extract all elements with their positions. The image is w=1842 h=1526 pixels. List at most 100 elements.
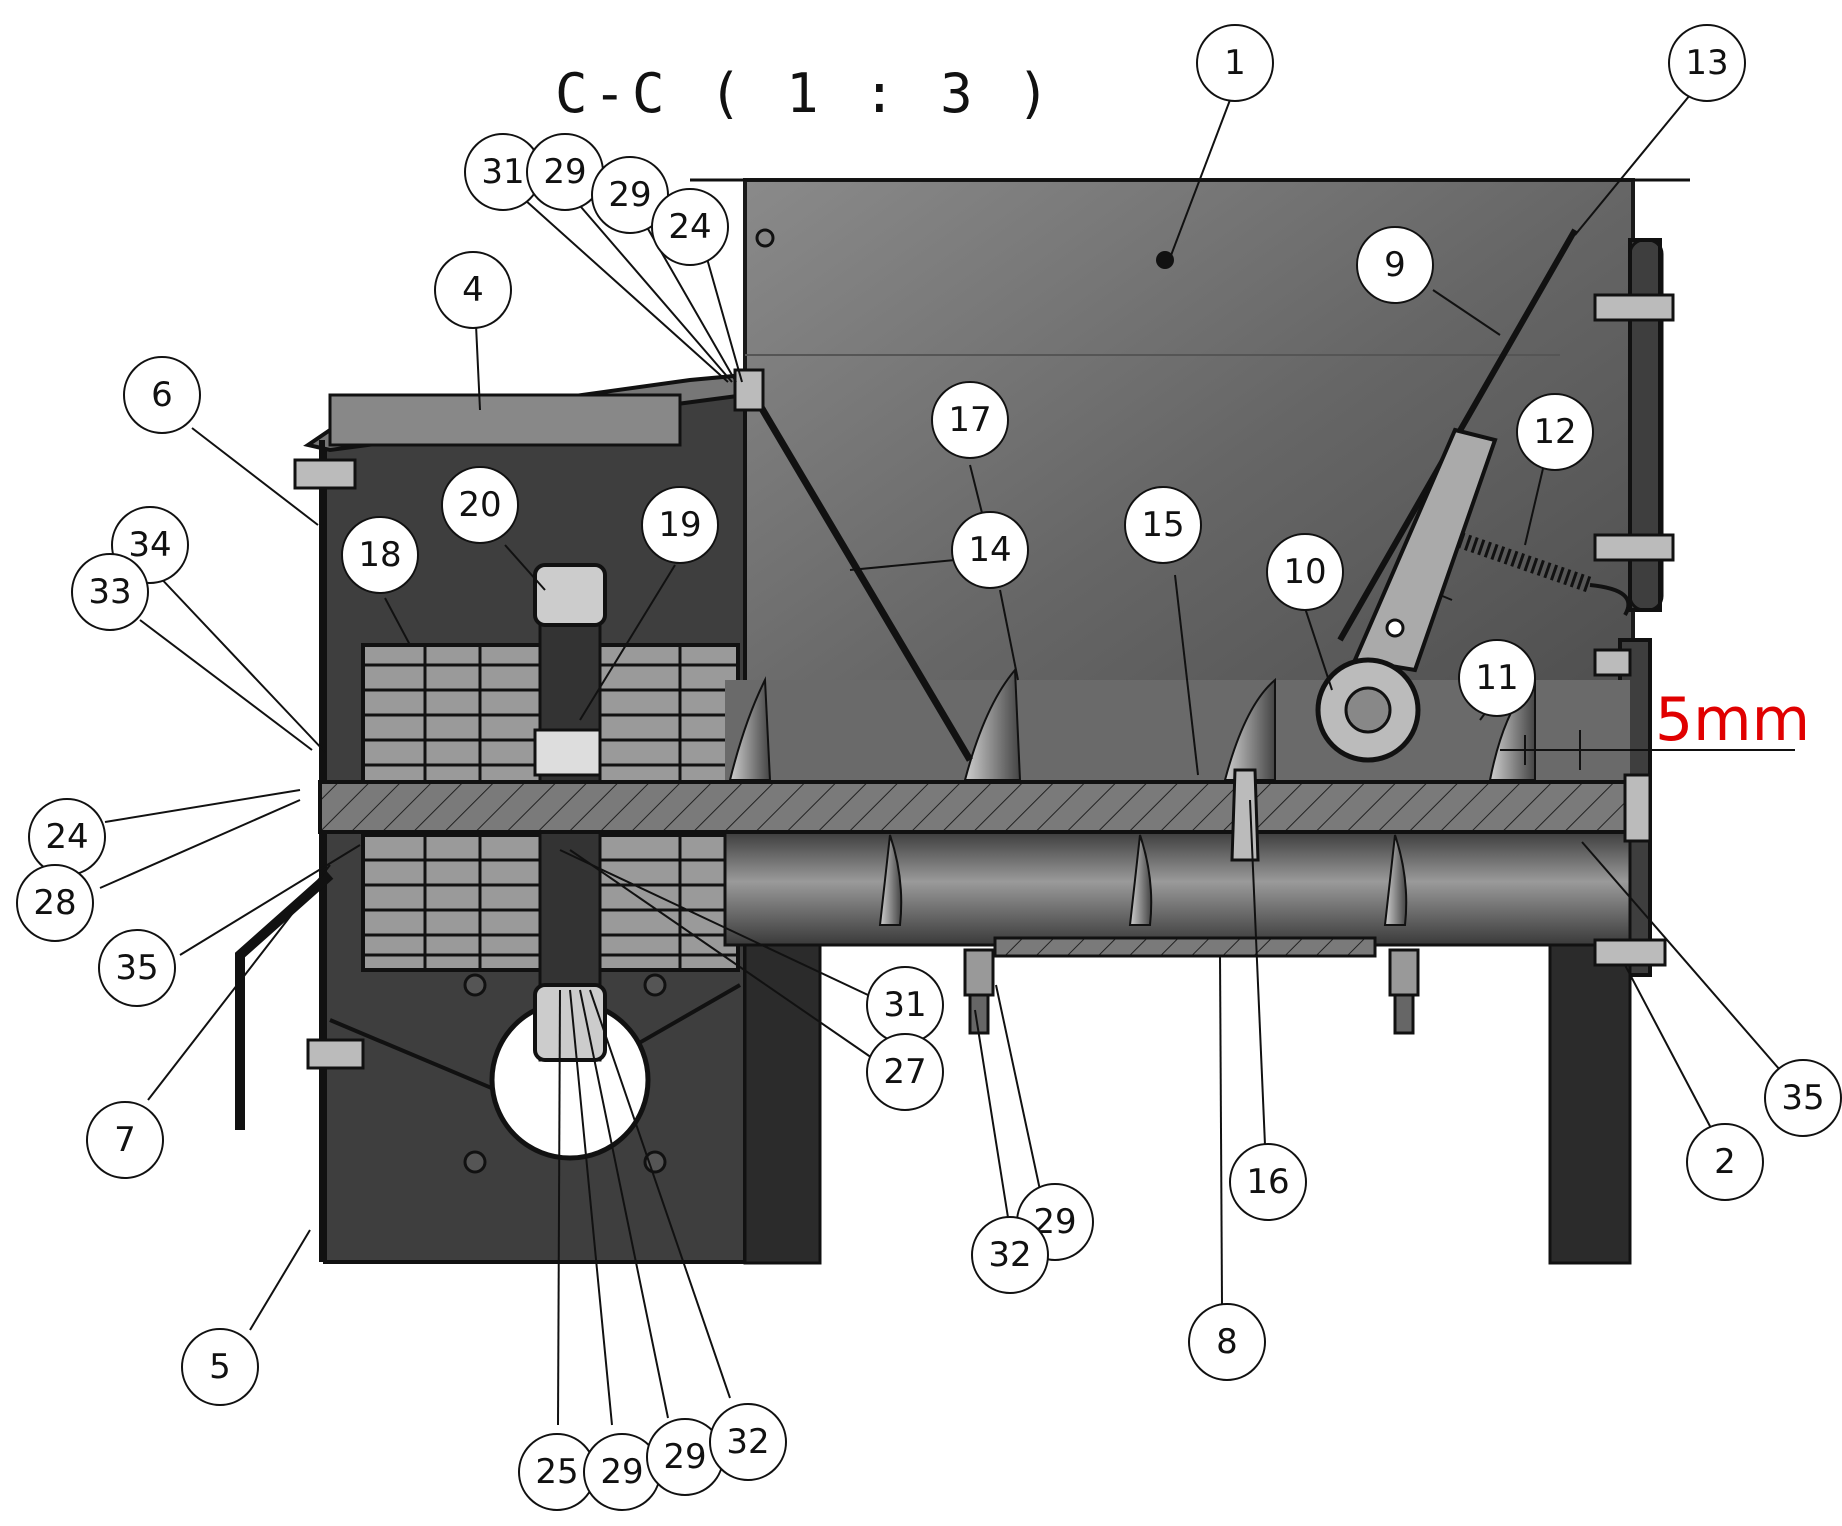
balloon-13: 13 xyxy=(1668,24,1746,102)
svg-text:35: 35 xyxy=(115,948,158,988)
svg-text:18: 18 xyxy=(358,535,401,575)
svg-text:6: 6 xyxy=(151,375,173,415)
auger-flight-6 xyxy=(1128,834,1153,926)
bolt-right-low xyxy=(1593,648,1632,677)
svg-text:28: 28 xyxy=(33,883,76,923)
balloon-29-bottom-b: 29 xyxy=(646,1418,724,1496)
auger-tube xyxy=(723,828,1632,947)
balloon-31-mid: 31 xyxy=(866,966,944,1044)
grease-nipple xyxy=(1230,768,1260,862)
svg-text:4: 4 xyxy=(462,270,484,310)
bolt-top-joint xyxy=(733,368,765,412)
pivot-pin xyxy=(1385,618,1405,638)
balloon-24-left: 24 xyxy=(28,798,106,876)
clamp-block xyxy=(533,728,602,777)
svg-text:13: 13 xyxy=(1685,43,1728,83)
right-window-frame xyxy=(1628,238,1664,612)
balloon-28: 28 xyxy=(16,864,94,942)
balloon-6: 6 xyxy=(123,356,201,434)
left-leg xyxy=(743,943,822,1265)
shaft-end-collar xyxy=(1623,773,1652,843)
balloon-35-left: 35 xyxy=(98,929,176,1007)
balloon-2: 2 xyxy=(1686,1123,1764,1201)
balloon-29-top-a: 29 xyxy=(526,133,604,211)
svg-text:35: 35 xyxy=(1781,1078,1824,1118)
svg-text:29: 29 xyxy=(543,152,586,192)
svg-text:12: 12 xyxy=(1533,412,1576,452)
view-title: C-C ( 1 : 3 ) xyxy=(555,62,1056,125)
balloon-17: 17 xyxy=(931,381,1009,459)
balloon-18: 18 xyxy=(341,516,419,594)
svg-text:29: 29 xyxy=(600,1452,643,1492)
balloon-20: 20 xyxy=(441,466,519,544)
balloon-33: 33 xyxy=(71,553,149,631)
balloon-1: 1 xyxy=(1196,24,1274,102)
balloon-4: 4 xyxy=(434,251,512,329)
balloon-11: 11 xyxy=(1458,639,1536,717)
svg-text:32: 32 xyxy=(726,1422,769,1462)
svg-text:20: 20 xyxy=(458,485,501,525)
balloon-15: 15 xyxy=(1124,486,1202,564)
svg-text:7: 7 xyxy=(114,1120,136,1160)
tension-spring xyxy=(1457,532,1593,593)
foot-bracket-left xyxy=(963,948,995,997)
svg-text:2: 2 xyxy=(1714,1142,1736,1182)
balloon-9: 9 xyxy=(1356,226,1434,304)
svg-text:11: 11 xyxy=(1475,658,1518,698)
svg-text:15: 15 xyxy=(1141,505,1184,545)
pulley-hub xyxy=(1344,686,1392,734)
balloon-7: 7 xyxy=(86,1101,164,1179)
balloon-34: 34 xyxy=(111,506,189,584)
foot-bracket-right xyxy=(1388,948,1420,997)
balloon-10: 10 xyxy=(1266,533,1344,611)
svg-text:5: 5 xyxy=(209,1347,231,1387)
svg-text:17: 17 xyxy=(948,400,991,440)
balloon-27: 27 xyxy=(866,1033,944,1111)
side-handle xyxy=(235,871,334,1130)
hopper-center-mark xyxy=(1156,251,1174,269)
svg-text:8: 8 xyxy=(1216,1322,1238,1362)
svg-text:14: 14 xyxy=(968,530,1011,570)
dimension-label: 5mm xyxy=(1655,685,1810,755)
svg-text:31: 31 xyxy=(883,985,926,1025)
svg-text:34: 34 xyxy=(128,525,171,565)
spring-hook xyxy=(1589,583,1631,617)
roller-upper xyxy=(533,563,607,627)
bolt-right-upper xyxy=(1593,293,1675,322)
bolt-right-mid xyxy=(1593,533,1675,562)
svg-text:33: 33 xyxy=(88,572,131,612)
svg-text:32: 32 xyxy=(988,1235,1031,1275)
balloon-14: 14 xyxy=(951,511,1029,589)
svg-text:25: 25 xyxy=(535,1452,578,1492)
lid-inner-panel xyxy=(328,393,682,447)
svg-text:10: 10 xyxy=(1283,552,1326,592)
housing-bolt-2 xyxy=(643,973,667,997)
housing-bolt-3 xyxy=(463,1150,487,1174)
tension-arm xyxy=(1352,427,1498,673)
auger-flight-3 xyxy=(1223,677,1276,781)
svg-text:19: 19 xyxy=(658,505,701,545)
right-leg xyxy=(1548,943,1632,1265)
auger-shaft xyxy=(318,780,1642,834)
svg-text:9: 9 xyxy=(1384,245,1406,285)
balloon-29-bottom-a: 29 xyxy=(583,1433,661,1511)
balloon-29-top-b: 29 xyxy=(591,156,669,234)
svg-text:1: 1 xyxy=(1224,43,1246,83)
balloon-35-right: 35 xyxy=(1764,1059,1842,1137)
bolt-side-left xyxy=(306,1038,365,1070)
svg-text:29: 29 xyxy=(663,1437,706,1477)
balloon-32-bottom: 32 xyxy=(709,1403,787,1481)
svg-text:29: 29 xyxy=(608,175,651,215)
balloon-12: 12 xyxy=(1516,393,1594,471)
foot-bolt-right xyxy=(1393,993,1415,1035)
svg-text:24: 24 xyxy=(45,817,88,857)
foot-bolt-left xyxy=(968,993,990,1035)
auger-flight-7 xyxy=(1383,834,1408,926)
housing-bolt-1 xyxy=(463,973,487,997)
svg-text:16: 16 xyxy=(1246,1162,1289,1202)
balloon-19: 19 xyxy=(641,486,719,564)
auger-flight-1 xyxy=(728,676,772,781)
bottom-plate xyxy=(993,936,1377,958)
hopper-hole-small xyxy=(755,228,775,248)
